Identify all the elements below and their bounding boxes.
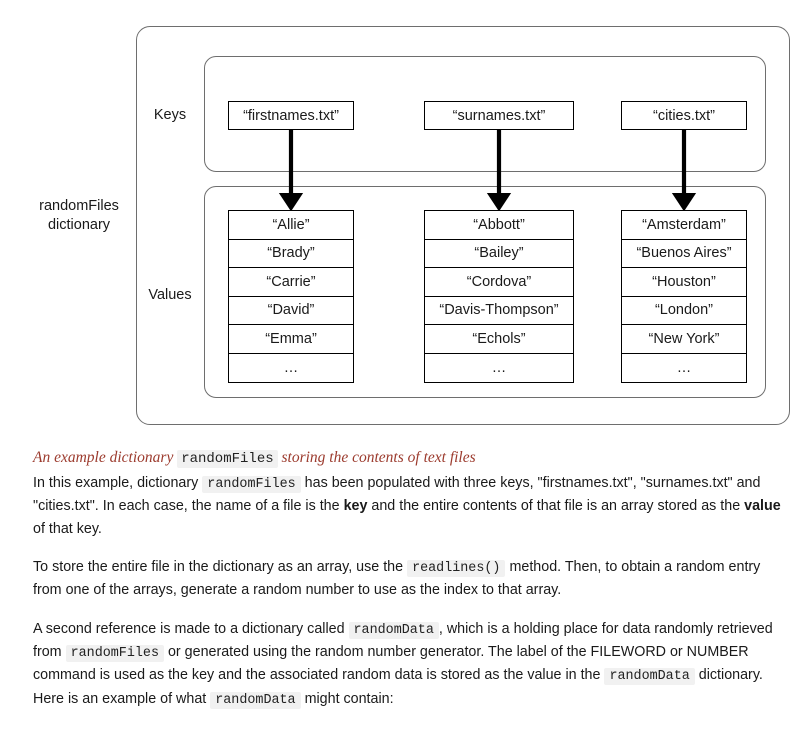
p1-s1: In this example, dictionary	[33, 474, 199, 491]
value-cell: “Abbott”	[425, 211, 573, 240]
value-cell: “Carrie”	[229, 268, 353, 297]
caption-part-1: An example dictionary	[33, 449, 174, 466]
paragraph-2: To store the entire file in the dictiona…	[33, 556, 785, 602]
paragraph-1: In this example, dictionary randomFiles …	[33, 472, 785, 540]
p3-s4: dictionary. Here is an example of what	[33, 667, 763, 707]
p1-bold-key: key	[343, 498, 368, 515]
values-container	[204, 186, 766, 398]
value-column: “Allie” “Brady” “Carrie” “David” “Emma” …	[228, 210, 354, 383]
p1-code-randomfiles: randomFiles	[202, 475, 301, 493]
key-box: “firstnames.txt”	[228, 101, 354, 130]
key-box: “surnames.txt”	[424, 101, 574, 130]
diagram-outer-label: randomFiles dictionary	[39, 198, 119, 233]
key-box: “cities.txt”	[621, 101, 747, 130]
p2-s2: method. Then, to obtain a random entry f…	[33, 559, 761, 599]
p1-s2: has been populated with three keys, "fir…	[33, 474, 761, 515]
p3-s1: A second reference is made to a dictiona…	[33, 621, 345, 637]
dictionary-diagram: randomFiles dictionary Keys Values “firs…	[39, 26, 790, 425]
value-cell: “Allie”	[229, 211, 353, 240]
p3-s2: , which is a holding place for data rand…	[33, 621, 773, 661]
p3-s3: or generated using the random number gen…	[33, 644, 749, 684]
p1-bold-value: value	[744, 498, 781, 515]
p2-s1: To store the entire file in the dictiona…	[33, 559, 404, 576]
p3-s5: might contain:	[304, 690, 394, 707]
value-cell: “Houston”	[622, 268, 746, 297]
value-cell: “London”	[622, 297, 746, 325]
value-cell: …	[491, 359, 507, 376]
value-cell: …	[283, 359, 299, 376]
value-cell: “Davis-Thompson”	[425, 297, 573, 325]
article-body: An example dictionary randomFiles storin…	[33, 448, 785, 711]
value-cell: “Emma”	[229, 325, 353, 354]
value-column: “Abbott” “Bailey” “Cordova” “Davis-Thomp…	[424, 210, 574, 383]
p1-s3: and the entire contents of that file is …	[371, 498, 741, 515]
value-cell: “Buenos Aires”	[622, 240, 746, 268]
value-cell: …	[676, 359, 692, 376]
value-cell: “Brady”	[229, 240, 353, 268]
keys-container	[204, 56, 766, 172]
value-cell: “Echols”	[425, 325, 573, 354]
diagram-values-label: Values	[148, 287, 192, 303]
p3-code-randomdata-1: randomData	[348, 622, 439, 639]
dictionary-container	[136, 26, 790, 425]
value-cell: “Amsterdam”	[622, 211, 746, 240]
value-cell: “David”	[229, 297, 353, 325]
figure-caption: An example dictionary randomFiles storin…	[33, 448, 785, 469]
p3-code-randomdata-2: randomData	[604, 668, 695, 686]
p3-code-randomdata-3: randomData	[210, 691, 301, 709]
value-cell: “New York”	[622, 325, 746, 354]
p2-code-readlines: readlines()	[407, 560, 506, 578]
value-cell: “Cordova”	[425, 268, 573, 297]
caption-code: randomFiles	[177, 450, 278, 468]
diagram-keys-label: Keys	[153, 107, 187, 123]
value-column: “Amsterdam” “Buenos Aires” “Houston” “Lo…	[621, 210, 747, 383]
value-cell: “Bailey”	[425, 240, 573, 268]
p3-code-randomfiles: randomFiles	[65, 645, 164, 663]
paragraph-3: A second reference is made to a dictiona…	[33, 618, 785, 711]
caption-part-2: storing the contents of text files	[281, 449, 476, 466]
p1-s4: of that key.	[33, 520, 102, 537]
